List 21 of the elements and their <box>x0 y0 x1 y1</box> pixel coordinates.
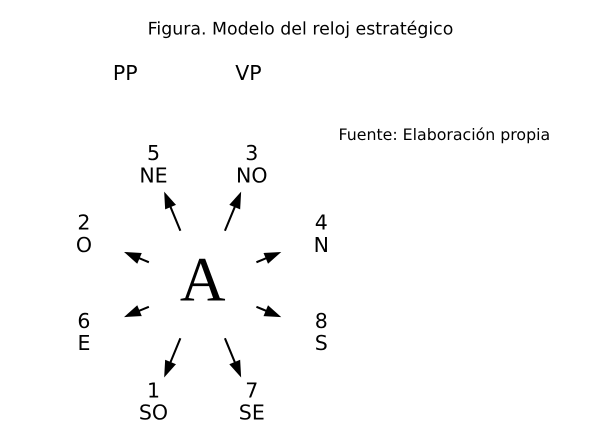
arrow <box>124 305 149 318</box>
label: PP <box>112 60 138 85</box>
node-text: 2 O <box>75 210 92 257</box>
node-text: 1 SO <box>138 378 168 425</box>
arrow <box>256 305 281 318</box>
node-text: 7 SE <box>238 378 264 425</box>
node-text: A <box>179 244 225 314</box>
node-text: 4 N <box>313 210 328 257</box>
node-text: 6 E <box>76 308 90 356</box>
node-text: 3 NO <box>236 141 268 188</box>
diagram-title: Figura. Modelo del reloj estratégico <box>147 20 453 40</box>
arrow <box>124 252 149 264</box>
arrow <box>164 192 181 232</box>
arrow <box>256 252 281 264</box>
node-text: 8 S <box>314 308 328 356</box>
label: VP <box>234 60 262 85</box>
arrow <box>223 192 241 232</box>
arrow <box>223 338 241 378</box>
caption: Fuente: Elaboración propia <box>338 124 550 144</box>
arrow <box>164 338 181 378</box>
node-text: 5 NE <box>138 141 168 188</box>
